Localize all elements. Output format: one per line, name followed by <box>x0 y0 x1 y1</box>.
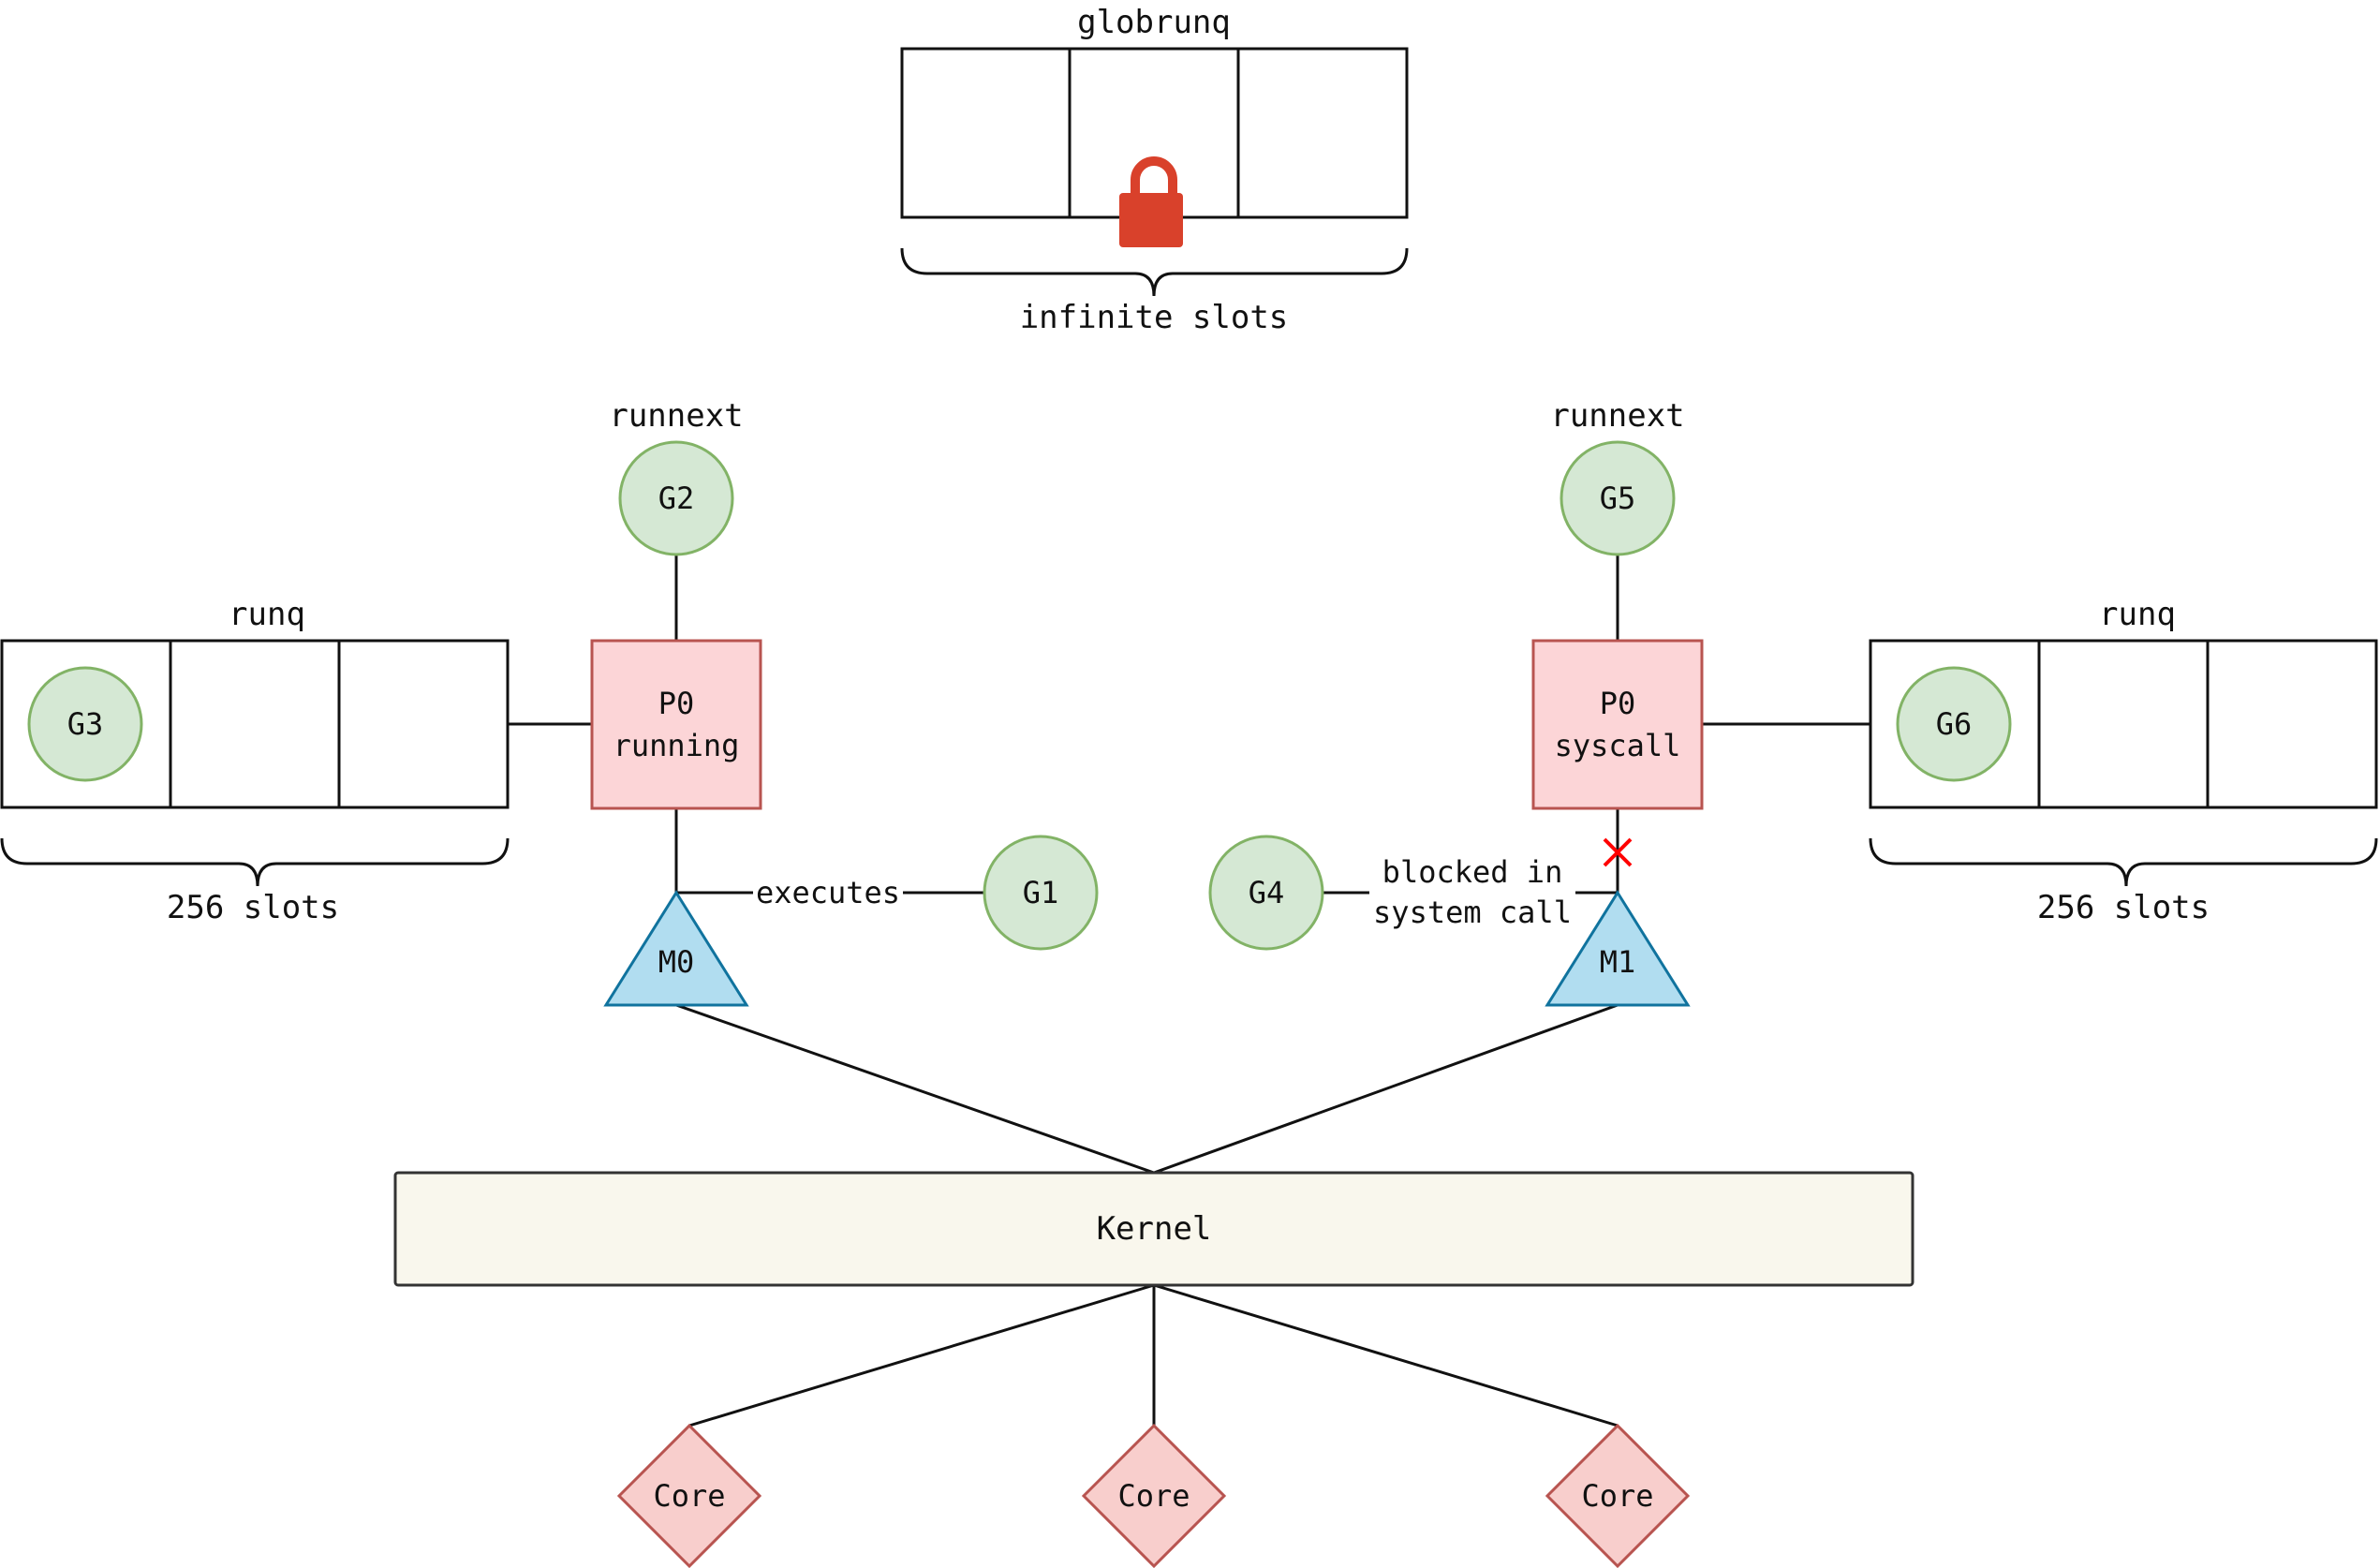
left-runnext-label: runnext <box>609 397 743 435</box>
left-runq-capacity-label: 256 slots <box>167 889 339 926</box>
global-queue-box <box>900 47 1409 219</box>
global-queue-brace <box>900 247 1409 297</box>
padlock-icon <box>1119 156 1183 247</box>
machine-m1: M1 <box>1545 890 1691 1007</box>
goroutine-g2: G2 <box>618 440 734 556</box>
processor-name: P0 <box>1600 686 1636 721</box>
core-diamond: Core <box>616 1423 762 1568</box>
cross-icon <box>1603 837 1633 867</box>
global-run-queue: globrunq infinite slots <box>900 4 1409 336</box>
goroutine-g3: G3 <box>27 666 143 782</box>
edge-label-blocked-line1: blocked in <box>1382 854 1563 890</box>
left-runq-brace <box>0 837 510 887</box>
goroutine-g1: G1 <box>983 835 1099 951</box>
left-processor-group: runnext G2 runq G3 256 slots P0 running … <box>0 397 1099 1007</box>
right-processor-group: runnext G5 runq G6 256 slots P0 syscall <box>1208 397 2378 1007</box>
processor-p0-syscall: P0 syscall <box>1531 639 1704 810</box>
goroutine-g5: G5 <box>1560 440 1676 556</box>
edge-label-executes: executes <box>756 875 900 910</box>
left-runq-title: runq <box>229 596 305 633</box>
processor-state: running <box>613 728 740 763</box>
core-diamond: Core <box>1081 1423 1227 1568</box>
right-runq-capacity-label: 256 slots <box>2037 889 2210 926</box>
svg-text:Core: Core <box>1581 1478 1653 1514</box>
svg-text:M0: M0 <box>658 944 695 980</box>
goroutine-g6: G6 <box>1896 666 2012 782</box>
svg-text:Core: Core <box>1117 1478 1190 1514</box>
right-runnext-label: runnext <box>1550 397 1684 435</box>
processor-state: syscall <box>1555 728 1681 763</box>
processor-p0-running: P0 running <box>590 639 762 810</box>
svg-text:G2: G2 <box>658 481 695 516</box>
cores: Core Core Core <box>616 1423 1691 1568</box>
machine-m0: M0 <box>603 890 749 1007</box>
processor-name: P0 <box>658 686 695 721</box>
global-queue-capacity-label: infinite slots <box>1020 299 1289 336</box>
svg-text:M1: M1 <box>1600 944 1636 980</box>
connectors <box>508 555 1870 1427</box>
connector-m1-kernel <box>1153 1003 1619 1175</box>
kernel-label: Kernel <box>1097 1210 1212 1248</box>
connector-kernel-core-3 <box>1153 1283 1619 1427</box>
edge-label-blocked-line2: system call <box>1373 895 1572 930</box>
svg-text:G5: G5 <box>1600 481 1636 516</box>
svg-text:G6: G6 <box>1936 706 1973 742</box>
svg-text:G1: G1 <box>1023 875 1059 910</box>
goroutine-g4: G4 <box>1208 835 1324 951</box>
right-runq-title: runq <box>2099 596 2176 633</box>
connector-m0-kernel <box>675 1003 1155 1175</box>
global-queue-title: globrunq <box>1077 4 1231 41</box>
svg-text:Core: Core <box>653 1478 725 1514</box>
svg-text:G3: G3 <box>67 706 104 742</box>
right-runq-brace <box>1869 837 2378 887</box>
svg-text:G4: G4 <box>1249 875 1285 910</box>
core-diamond: Core <box>1545 1423 1691 1568</box>
connector-kernel-core-1 <box>688 1283 1155 1427</box>
kernel: Kernel <box>393 1171 1914 1287</box>
